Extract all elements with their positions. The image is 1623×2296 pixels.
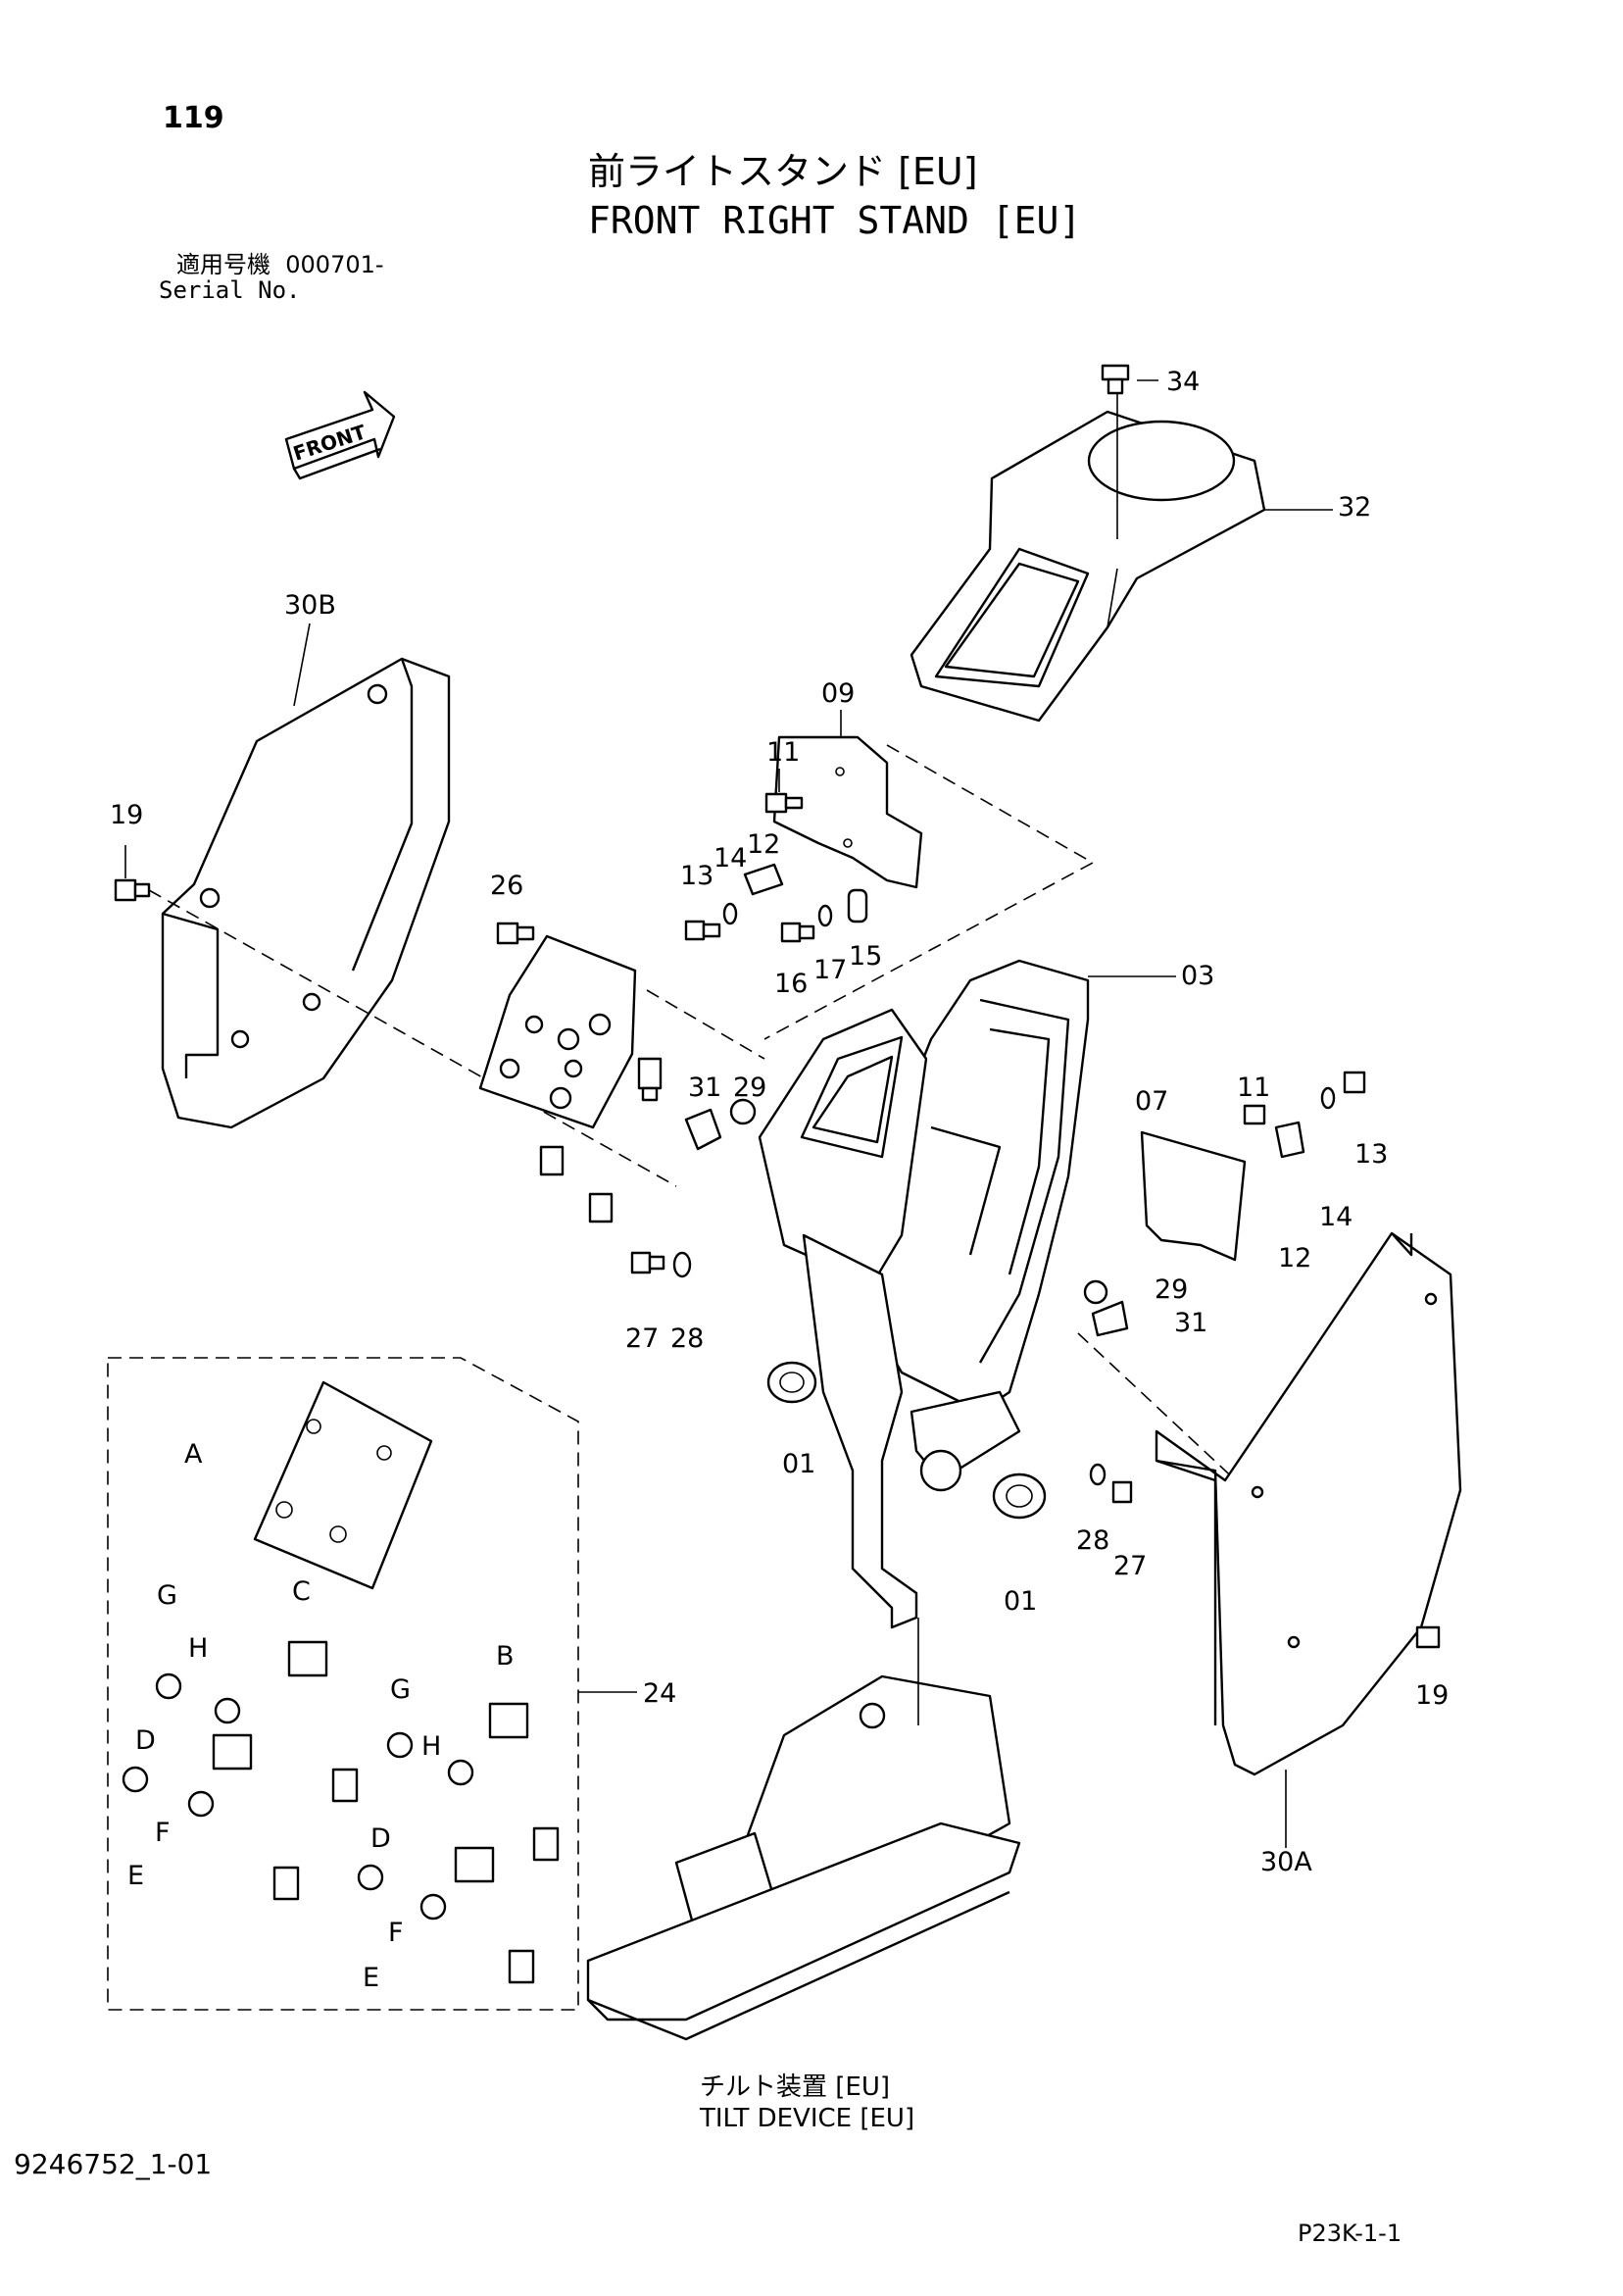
clamp-12-upper-icon [743, 863, 784, 896]
callout-kit-C: C [292, 1576, 311, 1607]
bushing-01-right-icon [992, 1472, 1047, 1520]
bolt-13-lower-icon [1343, 1071, 1366, 1094]
callout-01-left: 01 [782, 1449, 815, 1479]
part-07-plate [1140, 1130, 1247, 1262]
callout-19-left: 19 [110, 800, 143, 830]
callout-12-upper: 12 [747, 829, 780, 860]
part-30B-side-cover [161, 657, 451, 1129]
callout-19-right: 19 [1415, 1680, 1449, 1711]
page-number: 119 [163, 101, 224, 135]
callout-13-upper: 13 [680, 861, 713, 891]
bolt-26-icon [496, 922, 535, 945]
callout-31-right: 31 [1174, 1308, 1207, 1338]
clamp-12-lower-icon [1274, 1121, 1305, 1159]
tilt-device-label-japanese: チルト装置 [EU] [700, 2072, 891, 2102]
serial-label-japanese: 適用号機 [176, 251, 270, 278]
part-32-lamp-bracket [910, 410, 1266, 723]
callout-03: 03 [1181, 961, 1214, 991]
serial-label-english: Serial No. [159, 276, 301, 304]
tilt-device-base [586, 1674, 1021, 2041]
page-title-japanese: 前ライトスタンド [EU] [588, 150, 978, 193]
bolt-16-icon [780, 922, 815, 943]
callout-29-left: 29 [733, 1073, 766, 1103]
clip-31-right-icon [1091, 1300, 1129, 1337]
washer-14-lower-icon [1320, 1086, 1336, 1110]
connectors-lower-icon [539, 1145, 614, 1223]
callout-27-right: 27 [1113, 1551, 1147, 1581]
callout-01-right: 01 [1004, 1586, 1037, 1617]
connector-upper-icon [637, 1057, 663, 1102]
page-title-english: FRONT RIGHT STAND [EU] [588, 199, 1082, 242]
page-code: P23K-1-1 [1298, 2220, 1402, 2247]
callout-kit-G-1: G [157, 1580, 177, 1611]
washer-28-right-icon [1089, 1463, 1107, 1486]
callout-09: 09 [821, 678, 855, 709]
front-direction-arrow-icon: FRONT [284, 390, 396, 480]
callout-11-lower: 11 [1237, 1073, 1270, 1103]
serial-number-value: 000701- [285, 251, 384, 278]
callout-kit-G-2: G [390, 1674, 411, 1705]
callout-11-upper: 11 [766, 737, 800, 768]
callout-kit-E-1: E [127, 1861, 144, 1891]
callout-kit-F-1: F [155, 1818, 171, 1848]
callout-34: 34 [1166, 367, 1200, 397]
callout-32: 32 [1338, 492, 1371, 523]
callout-kit-H-2: H [421, 1731, 441, 1762]
callout-07: 07 [1135, 1086, 1168, 1117]
callout-24: 24 [643, 1678, 676, 1709]
nut-29-right-icon [1083, 1279, 1108, 1305]
serial-applicability: 適用号機 000701- [176, 253, 384, 276]
callout-kit-A: A [184, 1439, 203, 1470]
callout-16: 16 [774, 969, 808, 999]
callout-28-left: 28 [670, 1323, 704, 1354]
part-09-plate [772, 735, 923, 889]
callout-14-upper: 14 [713, 843, 747, 873]
part-03-stand-frame [758, 959, 1090, 1629]
tilt-device-label-english: TILT DEVICE [EU] [700, 2104, 915, 2133]
bushing-01-left-icon [766, 1361, 817, 1404]
callout-28-right: 28 [1076, 1525, 1109, 1556]
bolt-11-upper-icon [764, 792, 804, 814]
part-30A-side-cover [1155, 1231, 1462, 1776]
bolt-27-right-icon [1111, 1480, 1133, 1504]
document-number: 9246752_1-01 [14, 2148, 213, 2180]
clip-31-left-icon [684, 1108, 722, 1151]
callout-15: 15 [849, 941, 882, 972]
bolt-11-lower-icon [1243, 1104, 1266, 1125]
callout-30B: 30B [284, 590, 336, 621]
callout-kit-F-2: F [388, 1918, 404, 1948]
callout-31-left: 31 [688, 1073, 721, 1103]
part-26-switch-panel [478, 934, 637, 1129]
callout-17: 17 [813, 955, 847, 985]
callout-30A: 30A [1260, 1847, 1312, 1877]
bolt-34-icon [1101, 364, 1130, 395]
callout-12-lower: 12 [1278, 1243, 1311, 1273]
callout-27-left: 27 [625, 1323, 659, 1354]
callout-kit-H-1: H [188, 1633, 208, 1664]
clip-15-icon [847, 888, 868, 923]
callout-26: 26 [490, 871, 523, 901]
bolt-19-left-icon [114, 878, 151, 902]
washer-28-left-icon [672, 1251, 692, 1278]
kit-24-group [107, 1357, 579, 2011]
callout-13-lower: 13 [1354, 1139, 1388, 1170]
callout-14-lower: 14 [1319, 1202, 1352, 1232]
bolt-27-left-icon [630, 1251, 665, 1274]
callout-kit-D-2: D [370, 1823, 391, 1854]
callout-kit-E-2: E [363, 1963, 379, 1993]
bolt-19-right-icon [1415, 1625, 1441, 1649]
bolt-13-upper-icon [684, 920, 721, 941]
callout-29-right: 29 [1155, 1274, 1188, 1305]
callout-kit-D-1: D [135, 1725, 156, 1756]
washer-17-icon [817, 904, 833, 927]
callout-kit-B: B [496, 1641, 515, 1672]
nut-29-left-icon [729, 1098, 757, 1125]
washer-14-upper-icon [722, 902, 738, 925]
